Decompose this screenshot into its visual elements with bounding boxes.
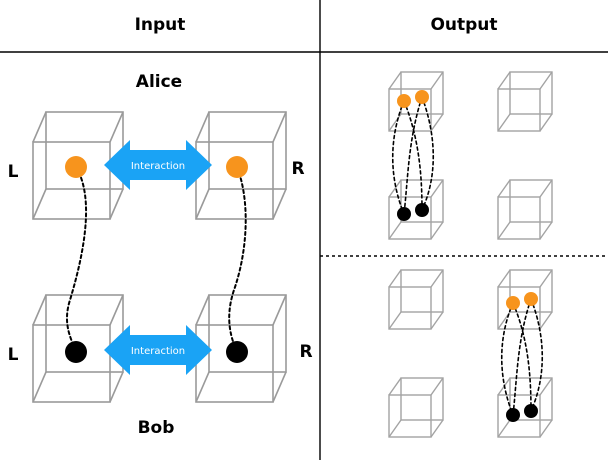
output-bob-particle-1 [397,207,411,221]
output-header: Output [430,15,497,35]
output-cube-7 [388,377,444,438]
right-label-bottom: R [299,342,312,362]
output-link-b2 [512,302,532,412]
right-label-top: R [291,159,304,179]
output-cube-5 [388,269,444,330]
output-link-a3 [403,96,423,215]
bob-label: Bob [138,418,175,438]
output-bob-particle-4 [524,404,538,418]
output-link-b3 [512,298,532,416]
output-cube-3 [388,179,444,240]
output-bob-particle-2 [415,203,429,217]
output-alice-particle-3 [506,296,520,310]
output-cube-4 [497,179,553,240]
interaction-label-bottom: Interaction [131,346,185,357]
interaction-label-top: Interaction [131,161,185,172]
alice-label: Alice [136,72,182,92]
output-link-a1 [391,100,405,215]
output-cube-1 [388,71,444,132]
output-link-b4 [530,298,544,412]
entanglement-link-right [228,166,247,353]
output-link-a4 [421,96,435,211]
entanglement-link-left [66,166,87,353]
alice-particle-left [65,156,87,178]
cube-alice-right [195,111,287,220]
output-cube-8 [497,377,553,438]
alice-particle-right [226,156,248,178]
input-header: Input [135,15,186,35]
interaction-arrow-bottom [104,325,212,375]
left-label-bottom: L [8,345,19,365]
output-link-b1 [500,302,514,416]
left-label-top: L [8,162,19,182]
output-alice-particle-4 [524,292,538,306]
output-cube-2 [497,71,553,132]
output-bob-particle-3 [506,408,520,422]
interaction-arrow-top [104,140,212,190]
bob-particle-left [65,341,87,363]
output-alice-particle-2 [415,90,429,104]
output-alice-particle-1 [397,94,411,108]
output-link-a2 [403,100,423,211]
bob-particle-right [226,341,248,363]
